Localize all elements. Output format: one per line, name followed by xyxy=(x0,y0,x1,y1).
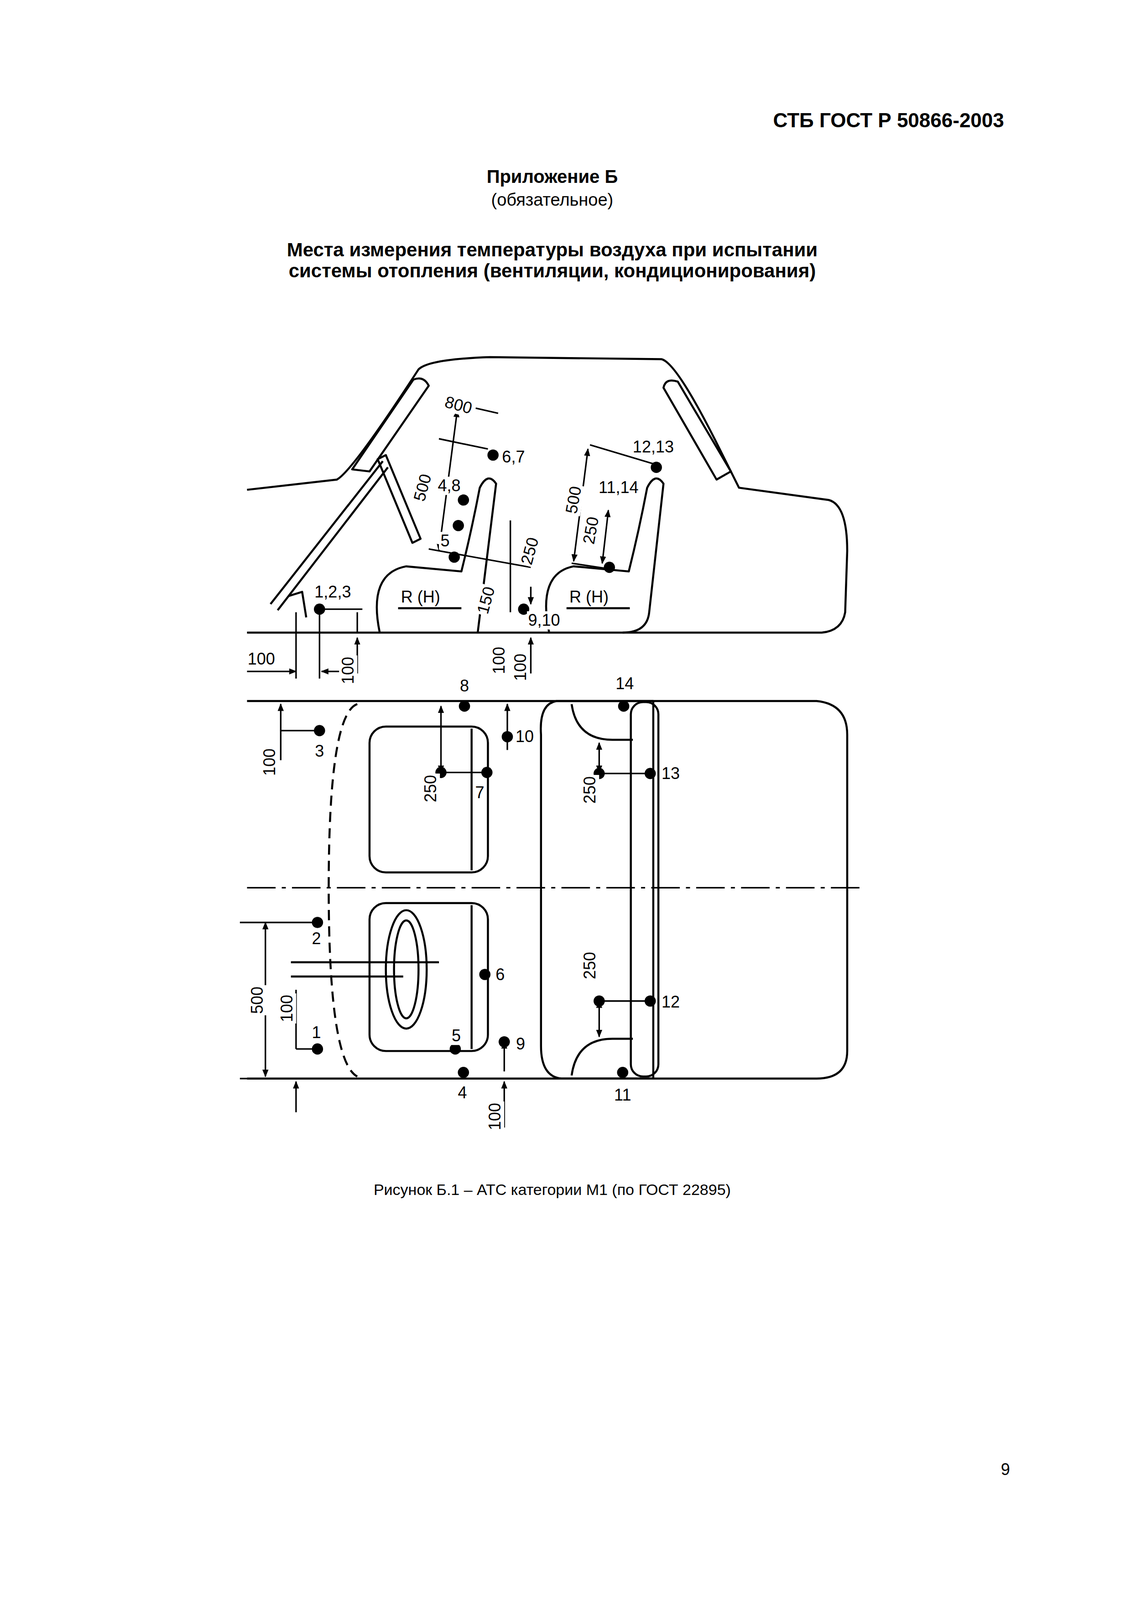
dimension-or-callout: 100 xyxy=(338,655,358,686)
dimension-or-callout: 800 xyxy=(441,392,476,418)
dimension-or-callout: 1 xyxy=(310,1023,323,1043)
dimension-or-callout: 1,2,3 xyxy=(312,583,353,602)
dimension-or-callout: 3 xyxy=(313,742,326,761)
dimension-or-callout: 100 xyxy=(511,652,530,683)
dimension-or-callout: 250 xyxy=(517,534,543,569)
dimension-or-callout: 4,8 xyxy=(436,476,462,496)
dimension-or-callout: 11 xyxy=(612,1086,633,1105)
dimension-or-callout: 100 xyxy=(485,1101,505,1132)
dimension-or-callout: 9 xyxy=(514,1035,527,1054)
dimension-or-callout: 500 xyxy=(410,470,436,505)
appendix-heading: Приложение Б xyxy=(485,166,620,187)
dimension-or-callout: 13 xyxy=(660,764,682,783)
dimension-or-callout: 7 xyxy=(474,784,486,803)
page-number: 9 xyxy=(999,1460,1012,1480)
dimension-or-callout: 100 xyxy=(260,747,279,778)
dimension-or-callout: 6 xyxy=(494,965,506,985)
dimension-or-callout: R (H) xyxy=(399,588,442,607)
dimension-or-callout: 10 xyxy=(514,728,536,747)
dimension-or-callout: 250 xyxy=(579,514,603,548)
dimension-or-callout: 5 xyxy=(438,531,451,551)
dimension-or-callout: 100 xyxy=(277,993,297,1024)
dimension-or-callout: 11,14 xyxy=(597,479,640,498)
dimension-or-callout: 14 xyxy=(614,674,636,694)
dimension-or-callout: 4 xyxy=(456,1084,469,1103)
dimension-or-callout: 250 xyxy=(421,773,440,804)
dimension-or-callout: 5 xyxy=(450,1026,463,1046)
dimension-or-callout: 250 xyxy=(580,775,600,806)
dimension-or-callout: 100 xyxy=(246,650,277,669)
dimension-or-callout: 500 xyxy=(248,985,267,1016)
figure-caption: Рисунок Б.1 – АТС категории М1 (по ГОСТ … xyxy=(372,1181,733,1199)
dimension-or-callout: 6,7 xyxy=(500,448,527,467)
appendix-heading: (обязательное) xyxy=(489,190,616,210)
dimension-or-callout: 12,13 xyxy=(631,437,676,457)
dimension-or-callout: 500 xyxy=(562,483,585,517)
dimension-or-callout: 150 xyxy=(473,583,499,618)
dimension-or-callout: 8 xyxy=(458,677,471,696)
dimension-or-callout: 100 xyxy=(489,645,509,676)
dimension-or-callout: 12 xyxy=(660,993,682,1012)
dimension-or-callout: R (H) xyxy=(568,588,610,607)
figure-title: Места измерения температуры воздуха при … xyxy=(244,239,860,282)
dimension-or-callout: 250 xyxy=(580,950,600,981)
dimension-or-callout: 2 xyxy=(310,930,323,949)
document-code: СТБ ГОСТ Р 50866-2003 xyxy=(771,109,1006,132)
dimension-or-callout: 9,10 xyxy=(526,611,562,631)
